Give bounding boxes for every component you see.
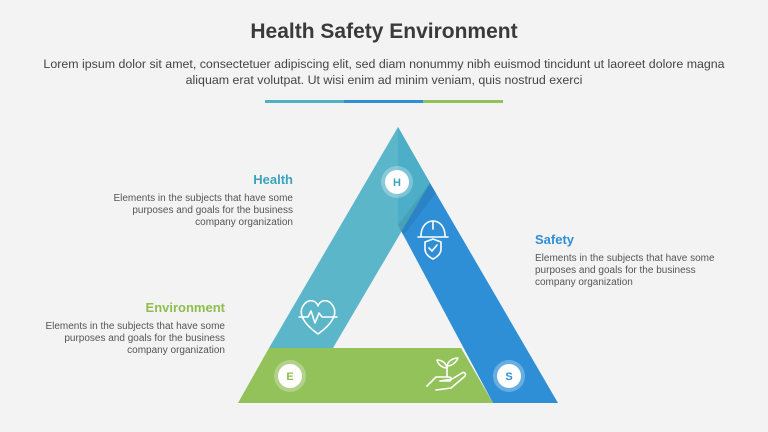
health-title: Health [253, 172, 293, 187]
health-badge: H [381, 166, 413, 198]
safety-title: Safety [535, 232, 575, 247]
divider-health [265, 100, 344, 103]
safety-shadow [398, 183, 436, 236]
environment-label-block: Environment Elements in the subjects tha… [40, 300, 225, 357]
divider-environment [423, 100, 503, 103]
environment-letter: E [286, 371, 293, 383]
safety-badge: S [493, 360, 525, 392]
safety-label-block: Safety Elements in the subjects that hav… [535, 232, 725, 289]
page-title: Health Safety Environment [250, 20, 518, 43]
health-label-block: Health Elements in the subjects that hav… [110, 172, 293, 229]
divider-safety [344, 100, 423, 103]
environment-description: Elements in the subjects that have some … [45, 321, 225, 356]
safety-band [398, 127, 558, 403]
safety-helmet-icon [417, 220, 449, 260]
safety-letter: S [505, 371, 512, 383]
heart-pulse-icon [298, 299, 338, 335]
environment-band [238, 348, 493, 403]
environment-title: Environment [145, 300, 225, 315]
health-letter: H [393, 177, 401, 189]
page-subtitle: Lorem ipsum dolor sit amet, consectetuer… [43, 57, 725, 87]
environment-badge: E [274, 360, 306, 392]
hand-plant-icon [426, 357, 467, 391]
safety-description: Elements in the subjects that have some … [535, 253, 715, 288]
health-description: Elements in the subjects that have some … [113, 193, 293, 228]
